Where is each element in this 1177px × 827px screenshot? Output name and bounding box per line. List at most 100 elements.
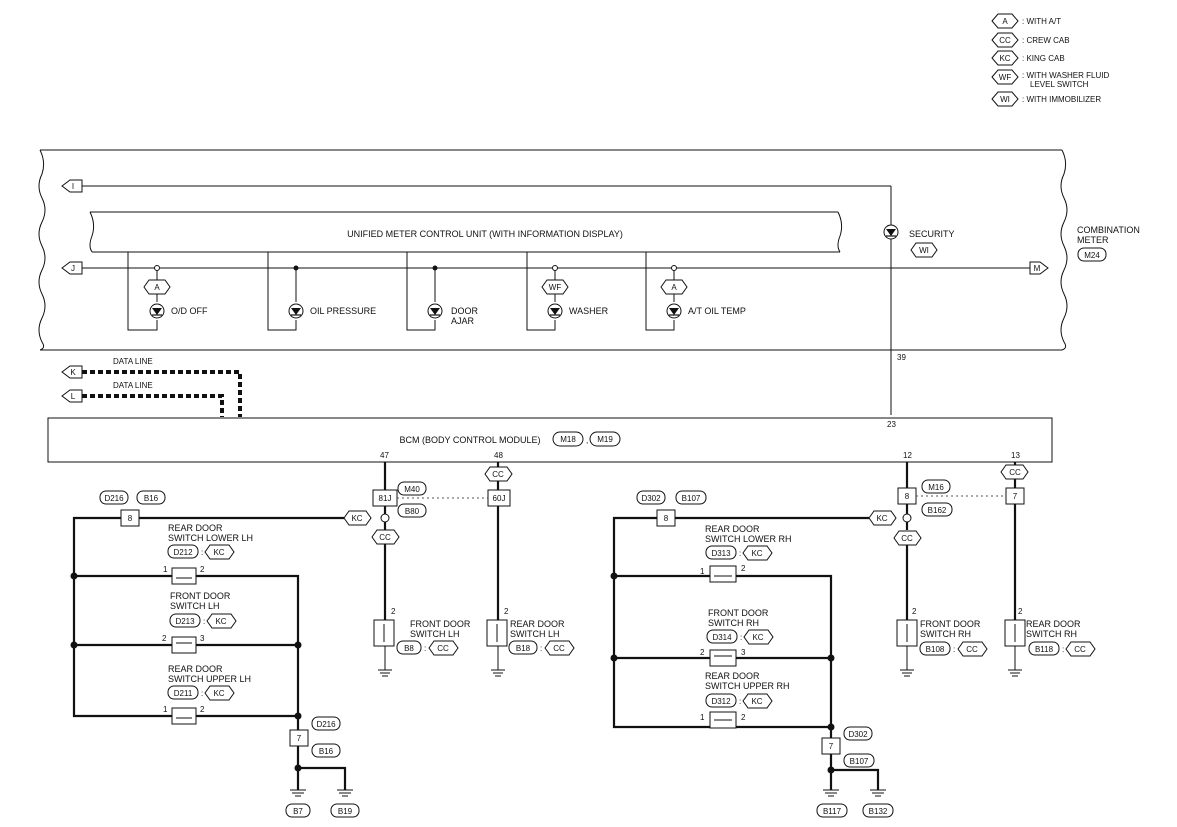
svg-text:2: 2 xyxy=(504,607,509,616)
legend: A : WITH A/T CC : CREW CAB KC : KING CAB… xyxy=(991,13,1109,107)
svg-text:D212: D212 xyxy=(173,548,193,557)
svg-text:B117: B117 xyxy=(823,807,842,816)
svg-text:REAR DOOR: REAR DOOR xyxy=(168,664,223,674)
indicator-door-ajar: DOOR AJAR xyxy=(406,252,479,331)
svg-text:1: 1 xyxy=(163,565,168,574)
svg-text:1: 1 xyxy=(700,713,705,722)
svg-text:M16: M16 xyxy=(928,483,944,492)
svg-text:CC: CC xyxy=(1074,645,1086,654)
svg-text:CC: CC xyxy=(492,470,504,479)
svg-text:3: 3 xyxy=(741,648,746,657)
svg-text:D211: D211 xyxy=(174,689,193,698)
led-icon xyxy=(547,303,563,319)
svg-text:CC: CC xyxy=(966,645,978,654)
svg-text:D314: D314 xyxy=(712,633,732,642)
svg-text:K: K xyxy=(70,368,76,377)
svg-text:KC: KC xyxy=(751,697,762,706)
meter-connector: M24 xyxy=(1084,251,1100,260)
arrow-j xyxy=(61,261,83,275)
svg-text:M18: M18 xyxy=(560,435,576,444)
svg-text:1: 1 xyxy=(163,705,168,714)
svg-text:D312: D312 xyxy=(711,697,731,706)
svg-text:M: M xyxy=(1034,264,1041,273)
svg-text:B107: B107 xyxy=(850,757,869,766)
led-icon xyxy=(666,303,682,319)
front-door-switch-lh-cc: 2 FRONT DOOR SWITCH LH B8 : CC xyxy=(373,607,471,677)
svg-text:7: 7 xyxy=(297,734,302,743)
svg-text:A: A xyxy=(154,283,160,292)
bcm-pin-security: 23 xyxy=(887,420,896,429)
legend-item: WI : WITH IMMOBILIZER xyxy=(991,91,1101,107)
svg-text:DOOR: DOOR xyxy=(451,306,479,316)
svg-text:REAR DOOR: REAR DOOR xyxy=(510,619,565,629)
svg-text:DATA LINE: DATA LINE xyxy=(113,381,153,390)
svg-text:2: 2 xyxy=(391,607,396,616)
svg-text:B18: B18 xyxy=(516,644,531,653)
switch-icon xyxy=(171,636,197,654)
svg-text:2: 2 xyxy=(162,634,167,643)
svg-text:A/T OIL TEMP: A/T OIL TEMP xyxy=(688,306,746,316)
svg-text:REAR DOOR: REAR DOOR xyxy=(705,671,760,681)
svg-text:7: 7 xyxy=(829,742,834,751)
svg-text:O/D OFF: O/D OFF xyxy=(171,306,208,316)
ground-icon xyxy=(870,789,886,797)
svg-text:KC: KC xyxy=(213,689,224,698)
svg-text:WI: WI xyxy=(1000,95,1010,104)
svg-text:2: 2 xyxy=(741,564,746,573)
svg-text:: WITH WASHER FLUID: : WITH WASHER FLUID xyxy=(1022,71,1109,80)
svg-text:SWITCH RH: SWITCH RH xyxy=(1026,629,1077,639)
svg-text:WF: WF xyxy=(549,283,562,292)
front-door-switch-rh-cc: 2 FRONT DOOR SWITCH RH B108 : CC xyxy=(896,607,988,677)
svg-text:REAR DOOR: REAR DOOR xyxy=(705,524,760,534)
svg-text:B118: B118 xyxy=(1035,645,1054,654)
svg-text:B107: B107 xyxy=(682,494,701,503)
svg-text:2: 2 xyxy=(912,607,917,616)
svg-text:81J: 81J xyxy=(379,494,392,503)
switch-icon xyxy=(171,707,197,725)
svg-text::: : xyxy=(201,689,203,698)
combination-meter: COMBINATION METER M24 UNIFIED METER CONT… xyxy=(38,149,1140,415)
svg-text::: : xyxy=(201,548,203,557)
svg-text:SWITCH UPPER RH: SWITCH UPPER RH xyxy=(705,681,790,691)
led-icon xyxy=(149,303,165,319)
svg-text:47: 47 xyxy=(380,451,389,460)
svg-text:WASHER: WASHER xyxy=(569,306,609,316)
svg-text:DATA LINE: DATA LINE xyxy=(113,357,153,366)
svg-text:CC: CC xyxy=(901,534,913,543)
svg-text:FRONT DOOR: FRONT DOOR xyxy=(410,619,471,629)
svg-text:2: 2 xyxy=(1018,607,1023,616)
data-lines: K DATA LINE L DATA LINE 39 40 xyxy=(61,357,245,428)
svg-text:1: 1 xyxy=(700,567,705,576)
svg-text:KC: KC xyxy=(351,514,362,523)
right-door-switch-group: D302 B107 8 REAR DOOR SWITCH LOWER RH D3… xyxy=(610,490,894,818)
svg-text:: KING CAB: : KING CAB xyxy=(1022,54,1065,63)
left-door-switch-group: D216 B16 8 REAR DOOR SWITCH LOWER LH D21… xyxy=(70,490,360,818)
svg-text:B16: B16 xyxy=(319,747,334,756)
svg-text:SWITCH RH: SWITCH RH xyxy=(920,629,971,639)
svg-text:A: A xyxy=(1002,17,1008,26)
bcm-label: BCM (BODY CONTROL MODULE) xyxy=(399,435,540,445)
svg-text:B19: B19 xyxy=(338,807,353,816)
indicator-oil-pressure: OIL PRESSURE xyxy=(267,252,376,331)
rear-door-switch-lh-cc: 2 REAR DOOR SWITCH LH B18 : CC xyxy=(486,607,575,677)
svg-text:FRONT DOOR: FRONT DOOR xyxy=(920,619,981,629)
legend-item: KC : KING CAB xyxy=(991,50,1065,66)
rear-door-switch-rh-cc: 2 REAR DOOR SWITCH RH B118 : CC xyxy=(1004,607,1096,677)
svg-text:M40: M40 xyxy=(404,485,420,494)
svg-text:13: 13 xyxy=(1011,451,1020,460)
svg-text:D213: D213 xyxy=(175,617,195,626)
meter-title: COMBINATION xyxy=(1077,225,1140,235)
svg-text:8: 8 xyxy=(128,514,133,523)
legend-item: A : WITH A/T xyxy=(991,13,1061,29)
svg-text:CC: CC xyxy=(1009,468,1021,477)
svg-text:2: 2 xyxy=(200,565,205,574)
svg-text:B8: B8 xyxy=(404,644,414,653)
svg-text:8: 8 xyxy=(905,492,910,501)
svg-text:M19: M19 xyxy=(597,435,613,444)
svg-text:KC: KC xyxy=(215,617,226,626)
switch-icon xyxy=(709,649,737,667)
svg-text:D302: D302 xyxy=(641,494,661,503)
bcm-block: BCM (BODY CONTROL MODULE) M18 , M19 23 4… xyxy=(47,417,1053,463)
security-label: SECURITY xyxy=(909,229,955,239)
